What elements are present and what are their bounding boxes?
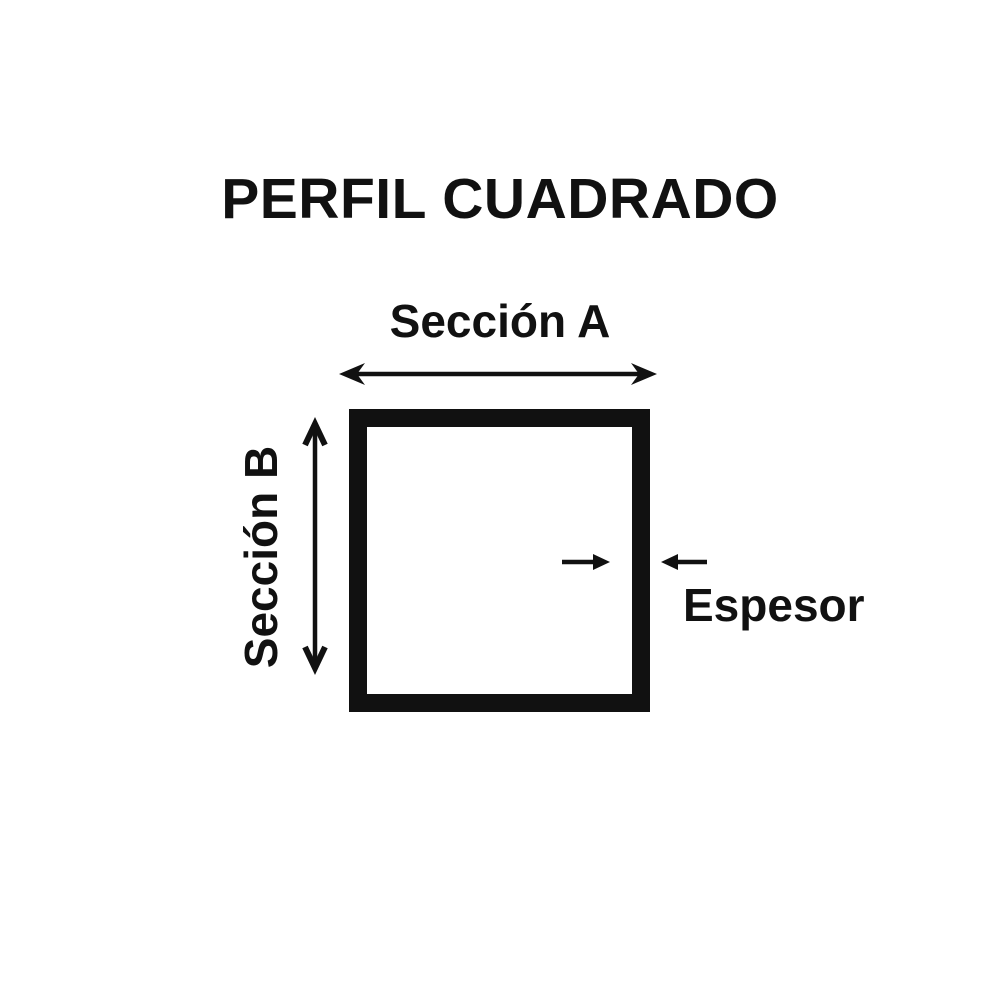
- thickness-inner-arrow-icon: [562, 554, 610, 570]
- horizontal-double-arrow-icon: [339, 363, 657, 385]
- vertical-double-arrow-icon: [302, 417, 328, 675]
- thickness-outer-arrow-icon: [661, 554, 707, 570]
- page-title: PERFIL CUADRADO: [221, 167, 779, 231]
- thickness-label: Espesor: [683, 579, 865, 631]
- section-a-label: Sección A: [389, 295, 611, 347]
- section-b-label: Sección B: [235, 445, 287, 669]
